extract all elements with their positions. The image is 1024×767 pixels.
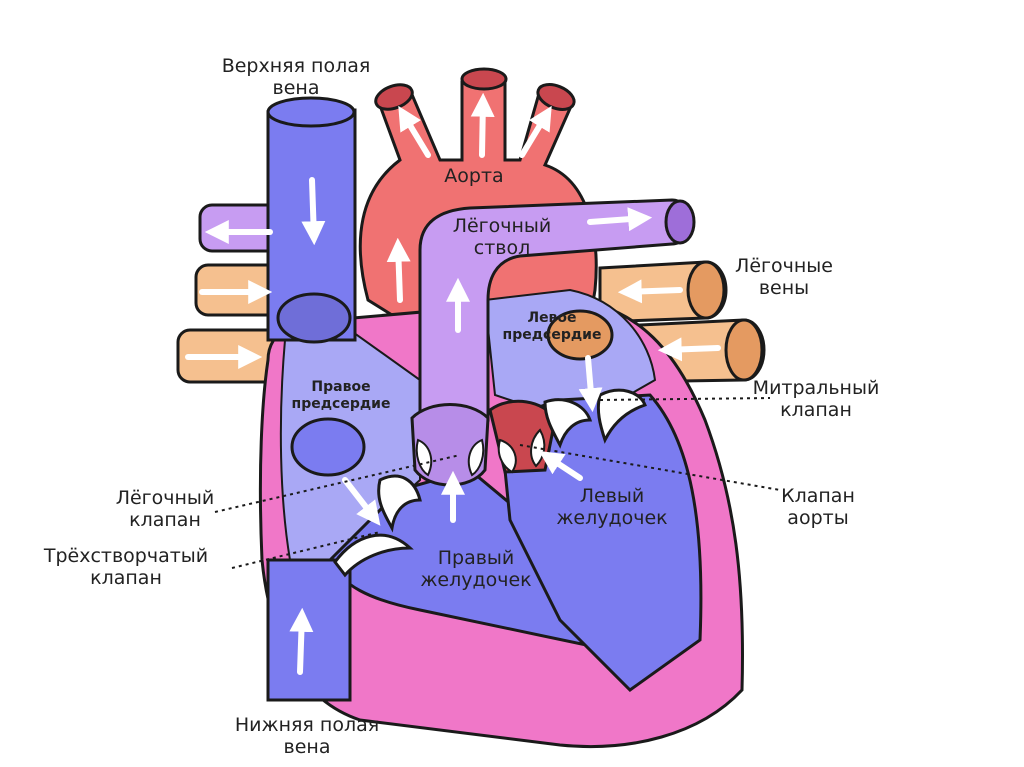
label-pulmonary-valve-line-2: клапан: [129, 509, 201, 531]
label-left-ventricle-line-2: желудочек: [556, 507, 667, 529]
label-inferior-vena-cava-line-1: Нижняя полая: [235, 714, 379, 736]
label-left-atrium-line-2: предсердие: [503, 327, 602, 343]
label-superior-vena-cava-line-1: Верхняя полая: [222, 55, 371, 77]
flow-arrows: [185, 92, 721, 675]
label-tricuspid-valve-line-1: Трёхстворчатый: [43, 545, 208, 567]
label-mitral-valve-line-1: Митральный: [753, 377, 880, 399]
label-right-atrium-line-2: предсердие: [292, 396, 391, 412]
label-aorta: Аорта: [444, 165, 503, 187]
label-right-atrium-line-1: Правое: [311, 379, 370, 395]
label-left-ventricle-line-1: Левый: [580, 485, 645, 507]
label-aortic-valve-line-1: Клапан: [781, 485, 855, 507]
leader-lines: [214, 397, 781, 569]
label-pulmonary-veins-line-1: Лёгочные: [735, 255, 833, 277]
label-right-ventricle-line-2: желудочек: [420, 569, 531, 591]
label-mitral-valve-line-2: клапан: [780, 399, 852, 421]
label-aorta-line-1: Аорта: [444, 165, 503, 187]
label-inferior-vena-cava-line-2: вена: [284, 736, 331, 758]
tricuspid-valve-shape: [333, 474, 422, 578]
label-pulmonary-veins-line-2: вены: [759, 277, 809, 299]
label-pulmonary-trunk-line-1: Лёгочный: [453, 215, 552, 237]
label-pulmonary-trunk-line-2: ствол: [474, 237, 530, 259]
label-aortic-valve-line-2: аорты: [787, 507, 848, 529]
label-superior-vena-cava-line-2: вена: [273, 77, 320, 99]
label-right-ventricle-line-1: Правый: [438, 547, 515, 569]
label-tricuspid-valve-line-2: клапан: [90, 567, 162, 589]
label-pulmonary-valve-line-1: Лёгочный: [116, 487, 215, 509]
label-left-atrium-line-1: Левое: [527, 310, 576, 326]
pulmonary-valve-shape: [410, 403, 490, 487]
